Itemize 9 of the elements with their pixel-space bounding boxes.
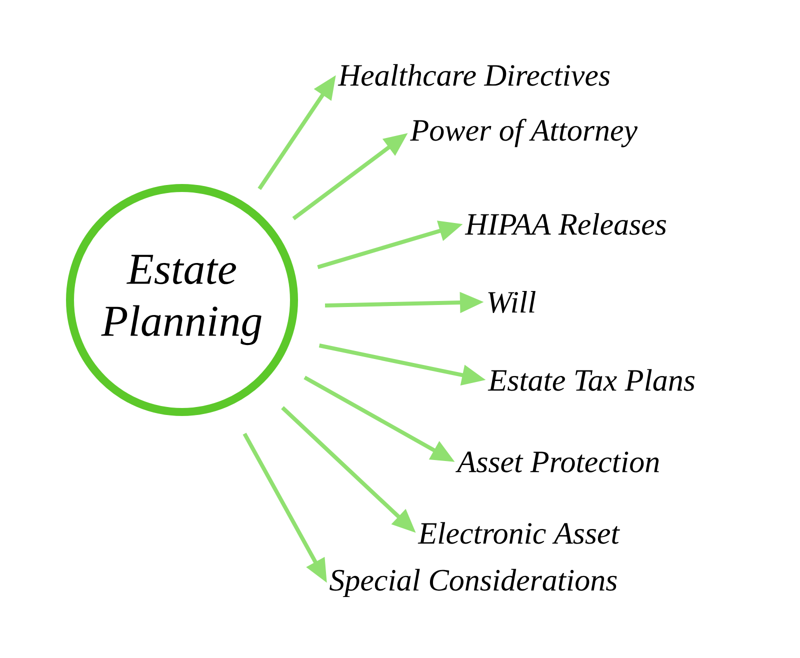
branch-label: Special Considerations [330,568,617,598]
branch-label: HIPAA Releases [464,213,666,235]
circle-node: Estate Planning [66,184,298,416]
branch-label: Asset Protection [456,452,659,472]
branch-label: Will [488,291,536,313]
branch-label: Electronic Asset [418,522,620,544]
branch-label: Estate Tax Plans [488,369,695,391]
branch-label: Power of Attorney [410,118,638,148]
branch-label: Healthcare Directives [338,64,610,86]
